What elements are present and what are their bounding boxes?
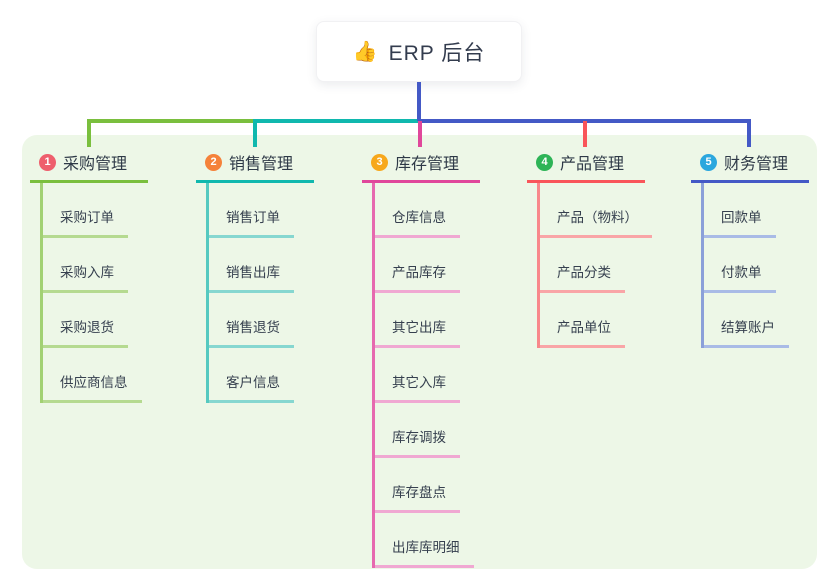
child-row: 采购退货 — [43, 293, 180, 348]
branch-node[interactable]: 3 库存管理 — [362, 150, 480, 183]
child-row: 其它出库 — [375, 293, 512, 348]
branch-label: 采购管理 — [63, 156, 128, 173]
child-row: 产品分类 — [540, 238, 677, 293]
child-row: 产品库存 — [375, 238, 512, 293]
child-node[interactable]: 采购退货 — [43, 316, 128, 348]
child-row: 仓库信息 — [375, 183, 512, 238]
child-row: 库存调拨 — [375, 403, 512, 458]
child-node[interactable]: 销售订单 — [209, 206, 294, 238]
child-node[interactable]: 库存调拨 — [375, 426, 460, 458]
branch-4: 4 产品管理产品（物料） 产品分类产品单位 — [527, 150, 677, 348]
branch-label: 销售管理 — [229, 156, 294, 173]
branch-3: 3 库存管理仓库信息产品库存其它出库其它入库库存调拨库存盘点出库库明细 — [362, 150, 512, 568]
child-node[interactable]: 出库库明细 — [375, 536, 474, 568]
child-row: 产品（物料） — [540, 183, 677, 238]
branch-node[interactable]: 2 销售管理 — [196, 150, 314, 183]
child-row: 采购入库 — [43, 238, 180, 293]
root-connector-drop — [417, 82, 421, 121]
root-node-label: ERP 后台 — [388, 41, 486, 65]
child-node[interactable]: 采购入库 — [43, 261, 128, 293]
child-row: 客户信息 — [209, 348, 346, 403]
branch-number-badge: 1 — [39, 153, 56, 171]
branch-2: 2 销售管理销售订单销售出库销售退货客户信息 — [196, 150, 346, 403]
branch-label: 库存管理 — [395, 156, 460, 173]
branch-node[interactable]: 5 财务管理 — [691, 150, 809, 183]
branch-number-badge: 5 — [700, 153, 717, 171]
branch-connector-drop — [87, 121, 91, 147]
branch-number-badge: 2 — [205, 153, 222, 171]
branches-background-panel — [22, 135, 817, 569]
child-row: 采购订单 — [43, 183, 180, 238]
child-row: 供应商信息 — [43, 348, 180, 403]
branch-connector-drop — [747, 121, 751, 147]
child-row: 销售退货 — [209, 293, 346, 348]
child-node[interactable]: 产品（物料） — [540, 206, 652, 238]
branch-label: 财务管理 — [724, 156, 789, 173]
thumbs-up-icon: 👍 — [352, 41, 379, 63]
child-node[interactable]: 销售退货 — [209, 316, 294, 348]
child-row: 其它入库 — [375, 348, 512, 403]
branch-trunk-line: 仓库信息产品库存其它出库其它入库库存调拨库存盘点出库库明细 — [372, 183, 512, 568]
bus-segment-mid — [253, 119, 422, 123]
child-row: 结算账户 — [704, 293, 839, 348]
branch-trunk-line: 销售订单销售出库销售退货客户信息 — [206, 183, 346, 403]
branch-trunk-line: 产品（物料） 产品分类产品单位 — [537, 183, 677, 348]
child-node[interactable]: 结算账户 — [704, 316, 789, 348]
child-row: 回款单 — [704, 183, 839, 238]
child-node[interactable]: 产品分类 — [540, 261, 625, 293]
branch-trunk-line: 采购订单采购入库采购退货供应商信息 — [40, 183, 180, 403]
branch-connector-drop — [418, 121, 422, 147]
child-row: 付款单 — [704, 238, 839, 293]
child-node[interactable]: 库存盘点 — [375, 481, 460, 513]
branch-number-badge: 3 — [371, 153, 388, 171]
bus-segment-left — [87, 119, 257, 123]
child-row: 库存盘点 — [375, 458, 512, 513]
child-row: 销售订单 — [209, 183, 346, 238]
child-node[interactable]: 产品单位 — [540, 316, 625, 348]
child-row: 销售出库 — [209, 238, 346, 293]
child-node[interactable]: 回款单 — [704, 206, 776, 238]
child-node[interactable]: 其它入库 — [375, 371, 460, 403]
child-node[interactable]: 销售出库 — [209, 261, 294, 293]
branch-trunk-line: 回款单付款单结算账户 — [701, 183, 839, 348]
child-row: 产品单位 — [540, 293, 677, 348]
child-node[interactable]: 采购订单 — [43, 206, 128, 238]
child-node[interactable]: 产品库存 — [375, 261, 460, 293]
branch-number-badge: 4 — [536, 153, 553, 171]
branch-connector-drop — [253, 121, 257, 147]
child-node[interactable]: 客户信息 — [209, 371, 294, 403]
child-row: 出库库明细 — [375, 513, 512, 568]
child-node[interactable]: 仓库信息 — [375, 206, 460, 238]
branch-node[interactable]: 4 产品管理 — [527, 150, 645, 183]
child-node[interactable]: 供应商信息 — [43, 371, 142, 403]
branch-connector-drop — [583, 121, 587, 147]
branch-1: 1 采购管理采购订单采购入库采购退货供应商信息 — [30, 150, 180, 403]
child-node[interactable]: 其它出库 — [375, 316, 460, 348]
branch-5: 5 财务管理回款单付款单结算账户 — [691, 150, 839, 348]
branch-label: 产品管理 — [560, 156, 625, 173]
child-node[interactable]: 付款单 — [704, 261, 776, 293]
branch-node[interactable]: 1 采购管理 — [30, 150, 148, 183]
root-node[interactable]: 👍 ERP 后台 — [316, 21, 522, 82]
